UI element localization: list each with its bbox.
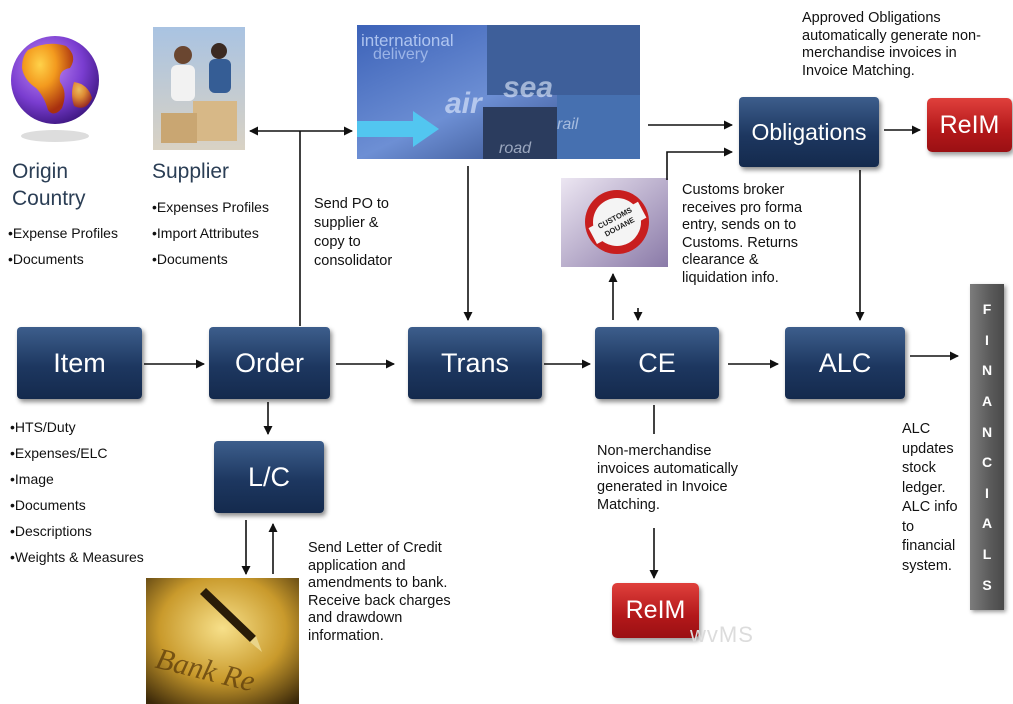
- list-item: Documents: [8, 246, 118, 272]
- list-item: HTS/Duty: [10, 414, 144, 440]
- note-line: application and: [308, 557, 406, 574]
- financials-letter: L: [982, 546, 992, 563]
- financials-letter: C: [981, 454, 993, 471]
- send-po-note: Send PO to supplier & copy to consolidat…: [314, 195, 392, 271]
- letter-of-credit-note: Send Letter of Credit application and am…: [308, 540, 451, 645]
- note-line: ALC: [902, 421, 931, 437]
- origin-bullets: Expense Profiles Documents: [8, 220, 118, 272]
- item-box: Item: [17, 327, 142, 399]
- financials-letter: N: [981, 362, 993, 379]
- item-bullets: HTS/Duty Expenses/ELC Image Documents De…: [10, 414, 144, 570]
- financials-letter: A: [981, 515, 993, 532]
- note-line: generated in Invoice: [597, 479, 728, 495]
- trans-box: Trans: [408, 327, 542, 399]
- list-item: Documents: [152, 246, 269, 272]
- alc-box-label: ALC: [818, 347, 872, 378]
- note-line: receives pro forma: [682, 199, 803, 216]
- note-line: copy to: [314, 234, 361, 250]
- list-item: Expense Profiles: [8, 220, 118, 246]
- supplier-title: Supplier: [152, 160, 230, 183]
- transport-word-road: road: [499, 140, 532, 157]
- note-line: Send Letter of Credit: [308, 540, 442, 556]
- ce-box-label: CE: [638, 347, 676, 378]
- note-line: Customs broker: [682, 182, 785, 198]
- lc-box: L/C: [214, 441, 324, 513]
- non-merch-note: Non-merchandise invoices automatically g…: [597, 442, 738, 514]
- note-line: consolidator: [314, 253, 393, 269]
- financials-letter: F: [982, 301, 992, 318]
- note-line: Invoice Matching.: [802, 62, 915, 79]
- transport-image: international delivery sea air rail road: [357, 25, 640, 159]
- customs-broker-note: Customs broker receives pro forma entry,…: [682, 182, 802, 287]
- origin-title-line2: Country: [12, 187, 86, 210]
- financials-letter: N: [981, 423, 993, 440]
- relm-bottom-label: ReIM: [625, 596, 686, 624]
- transport-word-sea: sea: [503, 71, 553, 104]
- transport-word-air: air: [445, 87, 484, 120]
- financials-letter: I: [985, 484, 989, 501]
- lc-box-label: L/C: [247, 461, 291, 492]
- list-item: Descriptions: [10, 518, 144, 544]
- list-item: Image: [10, 466, 144, 492]
- supplier-photo: [153, 27, 245, 150]
- note-line: invoices automatically: [597, 461, 739, 477]
- note-line: and drawdown: [308, 610, 403, 626]
- note-line: stock: [902, 460, 936, 476]
- note-line: Send PO to: [314, 196, 389, 212]
- customs-sign-image: CUSTOMS DOUANE: [561, 178, 668, 267]
- watermark-text: wvMS: [690, 622, 754, 647]
- relm-top-box: ReIM: [927, 98, 1012, 152]
- relm-bottom-box: ReIM: [612, 583, 699, 638]
- list-item: Documents: [10, 492, 144, 518]
- ce-box: CE: [595, 327, 719, 399]
- alc-box: ALC: [785, 327, 905, 399]
- transport-word-delivery: delivery: [373, 46, 428, 63]
- order-box: Order: [209, 327, 330, 399]
- note-line: liquidation info.: [682, 269, 779, 286]
- financials-letter: S: [982, 576, 992, 593]
- note-line: Approved Obligations: [802, 10, 941, 26]
- origin-country-title: Origin Country: [12, 158, 86, 212]
- financials-letter: I: [985, 331, 989, 348]
- note-line: system.: [902, 557, 952, 574]
- relm-top-label: ReIM: [939, 110, 1000, 139]
- approved-obligations-note: Approved Obligations automatically gener…: [802, 10, 981, 80]
- transport-word-rail: rail: [557, 116, 579, 133]
- alc-updates-note: ALC updates stock ledger. ALC info to fi…: [902, 420, 958, 576]
- list-item: Import Attributes: [152, 220, 269, 246]
- obligations-box: Obligations: [739, 97, 879, 167]
- origin-title-line1: Origin: [12, 160, 69, 183]
- bank-document-image: Bank Re: [146, 578, 299, 704]
- trans-box-label: Trans: [440, 347, 509, 378]
- financials-bar: F I N A N C I A L S: [970, 284, 1004, 610]
- transport-word-international: international: [361, 31, 454, 50]
- note-line: supplier &: [314, 215, 379, 231]
- list-item: Weights & Measures: [10, 544, 144, 570]
- note-line: Receive back charges: [308, 592, 451, 609]
- note-line: Matching.: [597, 497, 660, 513]
- supplier-bullets: Expenses Profiles Import Attributes Docu…: [152, 194, 269, 272]
- note-line: amendments to bank.: [308, 575, 448, 591]
- note-line: Non-merchandise: [597, 443, 712, 459]
- note-line: information.: [308, 627, 384, 644]
- note-line: clearance &: [682, 252, 759, 268]
- note-line: entry, sends on to: [682, 217, 797, 233]
- note-line: ALC info: [902, 499, 958, 515]
- note-line: ledger.: [902, 479, 946, 496]
- arrow-customs-obligations: [666, 147, 733, 180]
- note-line: financial: [902, 538, 956, 554]
- note-line: automatically generate non-: [802, 27, 981, 44]
- note-line: to: [902, 518, 915, 535]
- globe-image: [11, 36, 99, 142]
- item-box-label: Item: [53, 347, 106, 378]
- note-line: updates: [902, 440, 954, 457]
- list-item: Expenses Profiles: [152, 194, 269, 220]
- financials-letter: A: [981, 393, 993, 410]
- obligations-box-label: Obligations: [751, 118, 867, 145]
- order-box-label: Order: [234, 347, 305, 378]
- list-item: Expenses/ELC: [10, 440, 144, 466]
- note-line: Customs. Returns: [682, 234, 799, 251]
- note-line: merchandise invoices in: [802, 45, 957, 61]
